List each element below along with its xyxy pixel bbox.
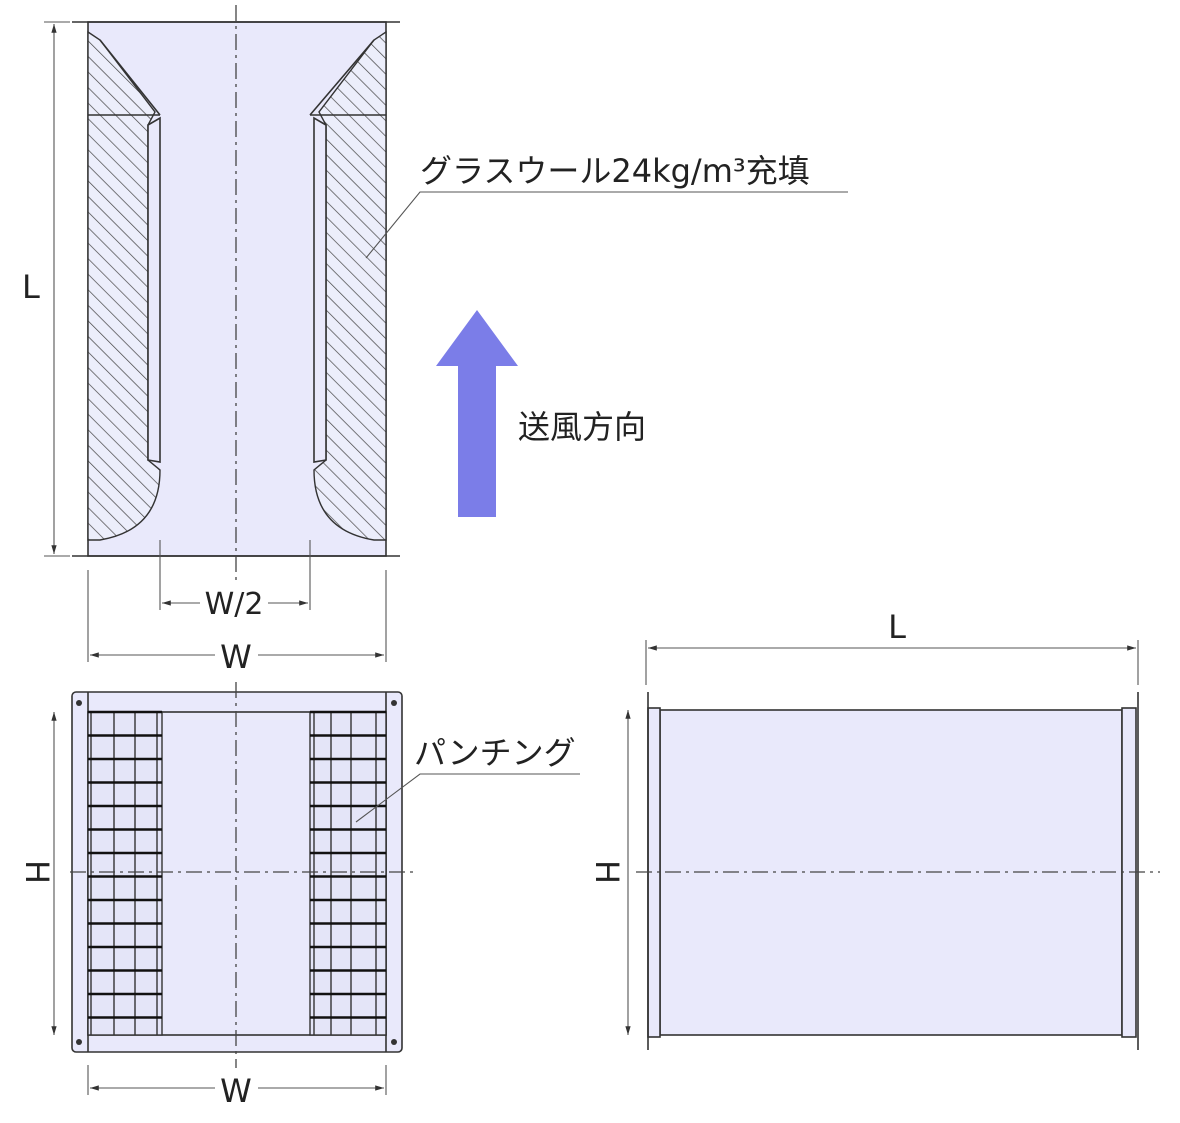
punching-label: パンチング [414,734,576,772]
glass-wool-label: グラスウール24kg/m³充填 [420,152,810,190]
bolt-hole-icon [76,1039,82,1045]
dim-H-side-label: H [588,860,626,884]
right-throat-edge [309,39,375,116]
dim-L-label: L [22,268,40,306]
front-view: H W パンチング [18,682,580,1110]
side-view: L H [588,608,1160,1050]
glass-wool-leader [365,191,848,259]
dim-W-front-label: W [220,1072,252,1110]
dim-L-side-label: L [888,608,906,646]
dim-W-half-label: W/2 [205,587,264,622]
airflow-direction-label: 送風方向 [518,408,646,446]
left-liner [147,116,161,463]
dim-H-label: H [18,860,56,884]
bolt-hole-icon [391,1039,397,1045]
bolt-hole-icon [76,700,82,706]
right-liner [313,116,327,463]
plan-section-view: L W/2 W グラスウール24kg/m³充填 [22,5,848,676]
dim-W-label: W [220,638,252,676]
punching-panel [87,711,163,1036]
airflow-arrow-icon [436,310,518,517]
bolt-hole-icon [391,700,397,706]
punching-panel [309,711,387,1036]
left-punching-grid [87,710,163,1036]
right-punching-grid [309,710,387,1036]
left-throat-edge [99,39,161,116]
punching-leader [355,773,580,823]
